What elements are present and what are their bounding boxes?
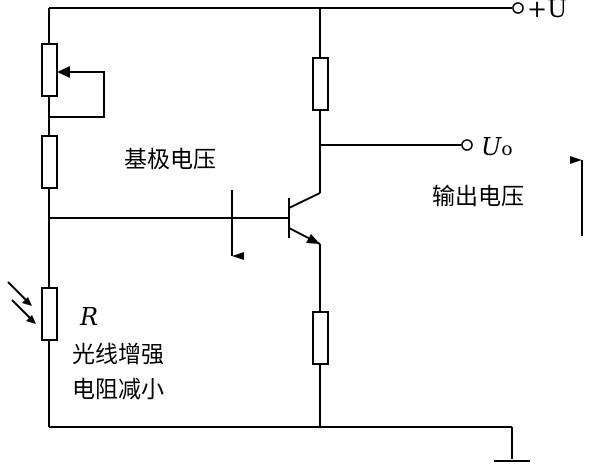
supply-terminal <box>512 2 524 14</box>
potentiometer-wiper <box>49 71 105 118</box>
potentiometer <box>41 43 58 97</box>
photoresistor-caption-2: 电阻减小 <box>72 377 164 403</box>
light-rays-icon <box>7 281 36 324</box>
collector-resistor <box>312 57 329 111</box>
wiper-arrow-icon <box>57 66 70 78</box>
output-symbol: Uo <box>481 133 513 161</box>
photoresistor-caption-1: 光线增强 <box>72 342 164 368</box>
photoresistor-symbol: R <box>79 303 98 331</box>
emitter-arrow-icon <box>306 234 320 244</box>
npn-transistor <box>288 192 321 245</box>
base-voltage-label: 基极电压 <box>124 147 216 173</box>
output-terminal <box>461 139 473 151</box>
bias-resistor <box>41 135 58 189</box>
photoresistor <box>41 287 58 341</box>
supply-label: +U <box>527 0 567 23</box>
output-voltage-label: 输出电压 <box>432 184 524 210</box>
emitter-resistor <box>312 311 329 365</box>
